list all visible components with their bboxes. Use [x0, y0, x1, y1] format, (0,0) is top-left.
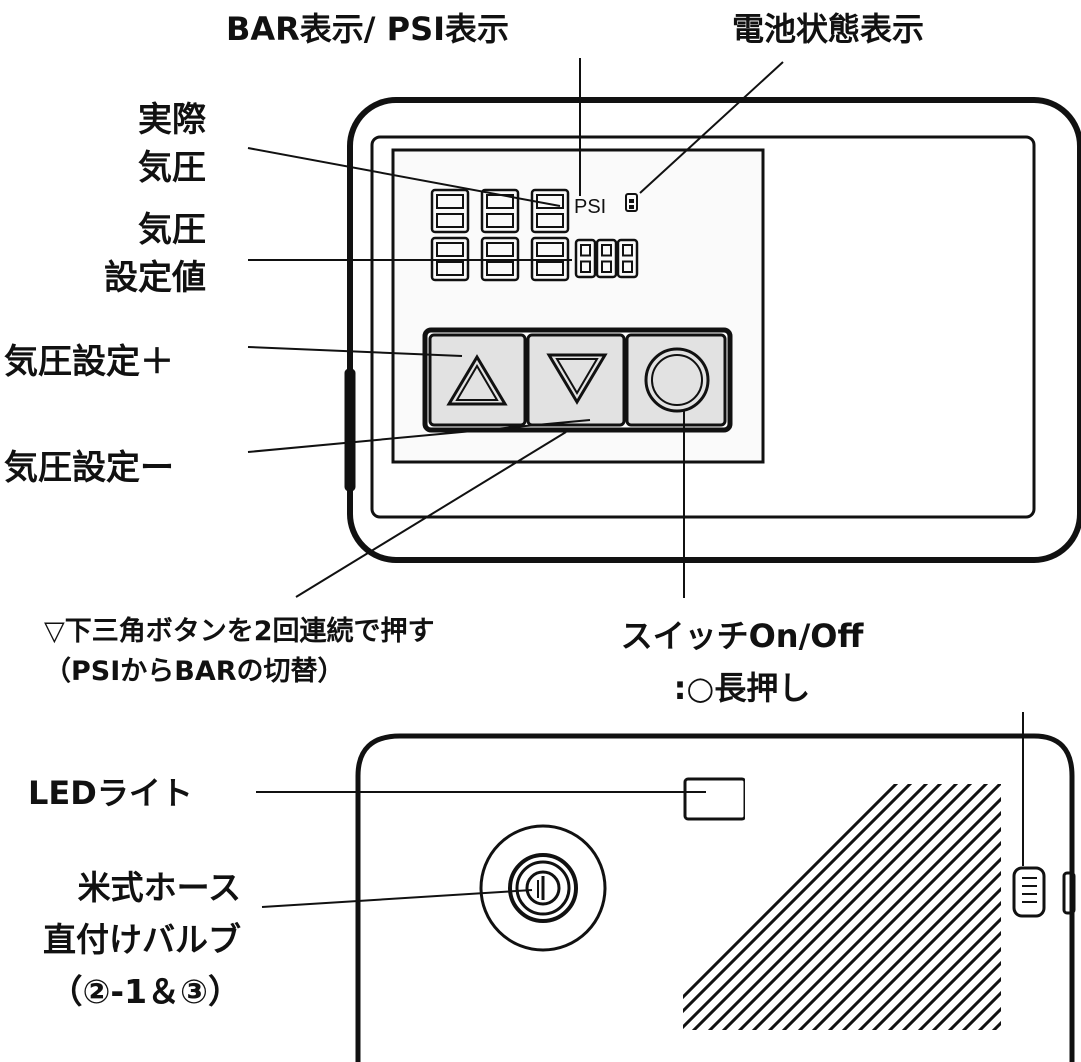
- battery-icon: [625, 193, 638, 212]
- label-pressure-plus: 気圧設定＋: [4, 342, 174, 382]
- vent-slot: [827, 856, 1001, 1030]
- label-bar-psi-display: BAR表示/ PSI表示: [226, 10, 510, 48]
- label-set-pressure-line1: 気圧: [138, 210, 206, 250]
- label-actual-pressure: 実際 気圧: [138, 96, 206, 192]
- label-valve: 米式ホース 直付けバルブ （②-1＆③）: [43, 862, 241, 1018]
- lcd-digit: [430, 188, 470, 234]
- lcd-digits-actual: [430, 188, 570, 234]
- up-triangle-icon: [446, 354, 508, 406]
- circle-icon: [644, 347, 710, 413]
- label-valve-line1: 米式ホース: [77, 868, 241, 907]
- vent-slot: [767, 796, 1001, 1030]
- device-front-view: [344, 97, 1081, 563]
- label-pressure-minus: 気圧設定ー: [4, 448, 174, 488]
- label-actual-pressure-line1: 実際: [138, 100, 206, 140]
- vent-slot: [887, 916, 1001, 1030]
- vent-slot: [917, 946, 1001, 1030]
- led-light: [683, 777, 747, 821]
- label-set-pressure: 気圧 設定値: [104, 206, 206, 302]
- label-led-light: LEDライト: [28, 774, 193, 812]
- label-down-triangle-note: ▽下三角ボタンを2回連続で押す （PSIからBARの切替）: [44, 612, 435, 692]
- label-down-triangle-note-line2: （PSIからBARの切替）: [44, 656, 345, 687]
- vent-slot: [857, 886, 1001, 1030]
- vent-slot: [707, 784, 973, 1030]
- down-triangle-icon: [546, 353, 608, 405]
- plus-button[interactable]: [428, 333, 527, 427]
- vent-slot: [1000, 740, 1081, 1040]
- label-switch-note: スイッチOn/Off :○長押し: [592, 610, 892, 714]
- lcd-digit: [616, 238, 639, 279]
- vent-slot: [683, 784, 943, 1030]
- vent-slot: [947, 976, 1001, 1030]
- label-valve-line2: 直付けバルブ: [43, 920, 241, 959]
- valve: [479, 824, 607, 952]
- label-set-pressure-line2: 設定値: [104, 258, 206, 298]
- label-battery-status: 電池状態表示: [732, 10, 925, 48]
- minus-button[interactable]: [526, 333, 626, 427]
- label-down-triangle-note-line1: ▽下三角ボタンを2回連続で押す: [44, 616, 435, 647]
- label-actual-pressure-line2: 気圧: [138, 148, 206, 188]
- leader-lines: [247, 58, 1024, 908]
- lcd-digit: [530, 188, 570, 234]
- vent-grille: [683, 740, 1081, 1040]
- device-bottom-view: [355, 733, 1081, 1062]
- label-valve-line3: （②-1＆③）: [49, 972, 241, 1011]
- label-switch-note-line1: スイッチOn/Off: [620, 617, 864, 655]
- power-button[interactable]: [625, 333, 727, 427]
- lcd-unit-text: PSI: [574, 196, 606, 218]
- lcd-digit: [595, 238, 618, 279]
- vent-slot: [683, 784, 913, 1014]
- label-switch-note-line2: :○長押し: [673, 669, 811, 707]
- lcd-digits-small: [574, 238, 639, 279]
- vent-slot: [797, 826, 1001, 1030]
- side-switch: [1012, 866, 1076, 918]
- control-buttons: [422, 327, 733, 433]
- vent-slot: [977, 1006, 1001, 1030]
- vent-slot: [737, 784, 1001, 1030]
- lcd-digit: [574, 238, 597, 279]
